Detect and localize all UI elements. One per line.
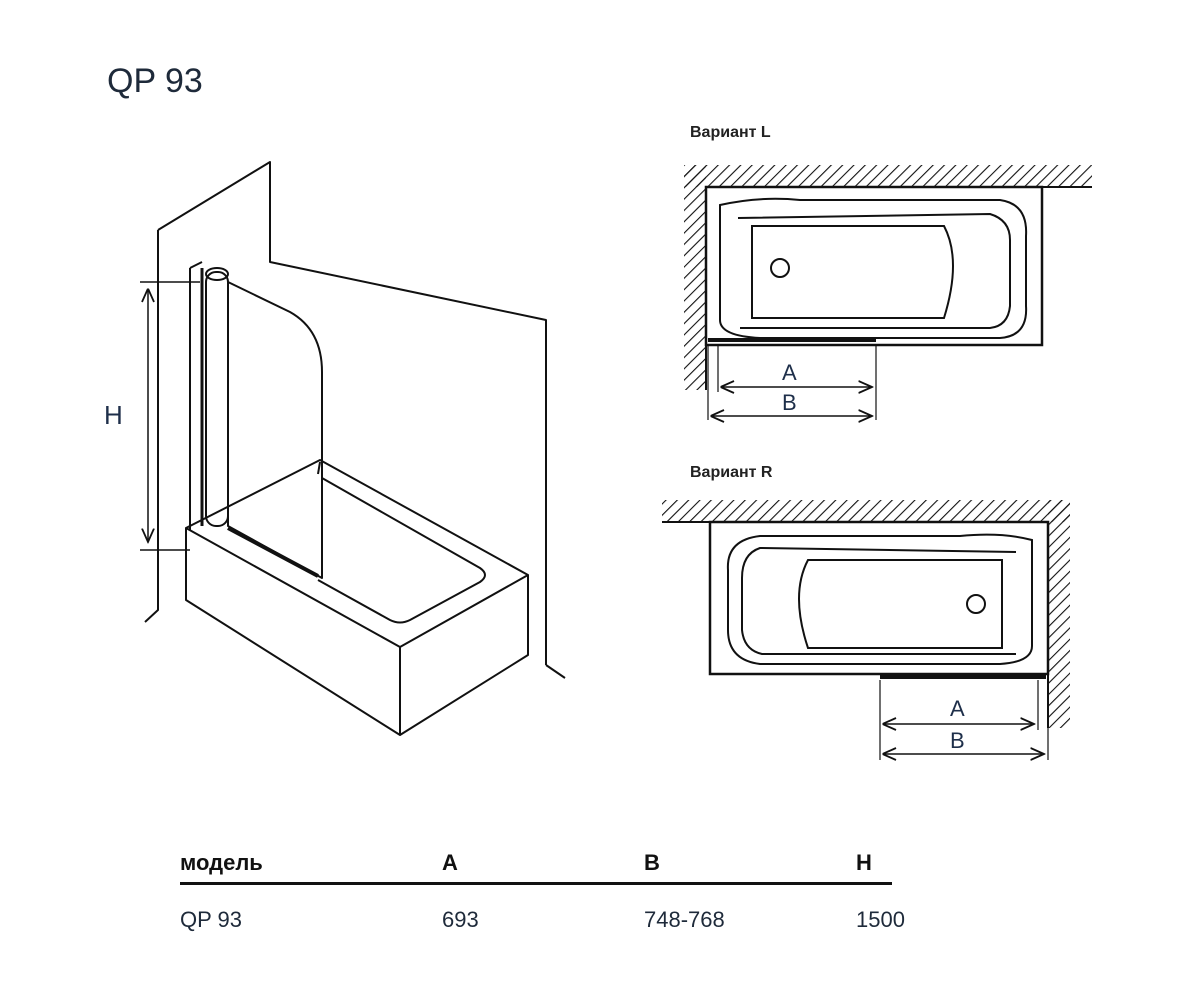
header-model: модель	[180, 850, 263, 875]
table-row: QP 93 693 748-768 1500	[180, 903, 905, 939]
bathtub-basin	[317, 477, 486, 624]
isometric-view	[144, 161, 566, 736]
variant-r-label: Вариант R	[690, 464, 773, 481]
left-wall	[144, 230, 159, 623]
back-wall	[157, 161, 547, 665]
screen-hinge-profile	[205, 271, 229, 527]
header-b: B	[644, 850, 660, 875]
cell-b: 748-768	[644, 907, 725, 932]
cell-h: 1500	[856, 907, 905, 932]
page-title: QP 93	[107, 62, 203, 100]
variant-l-label: Вариант L	[690, 124, 771, 141]
glass-panel	[227, 281, 323, 579]
cell-model: QP 93	[180, 907, 242, 932]
variant-l-plan	[684, 165, 1092, 420]
cell-a: 693	[442, 907, 479, 932]
dim-h-label: H	[104, 400, 123, 430]
header-a: A	[442, 850, 458, 875]
height-dimension	[140, 281, 200, 551]
header-h: H	[856, 850, 872, 875]
dim-b-label-l: B	[782, 390, 797, 415]
spec-table-header: модель A B H	[180, 846, 892, 885]
bathtub-top	[185, 459, 529, 648]
variant-r-plan	[662, 500, 1070, 760]
dim-a-label-l: A	[782, 360, 797, 385]
dim-a-label-r: A	[950, 696, 965, 721]
spec-table: модель A B H QP 93 693 748-768 1500	[180, 846, 905, 939]
dim-b-label-r: B	[950, 728, 965, 753]
